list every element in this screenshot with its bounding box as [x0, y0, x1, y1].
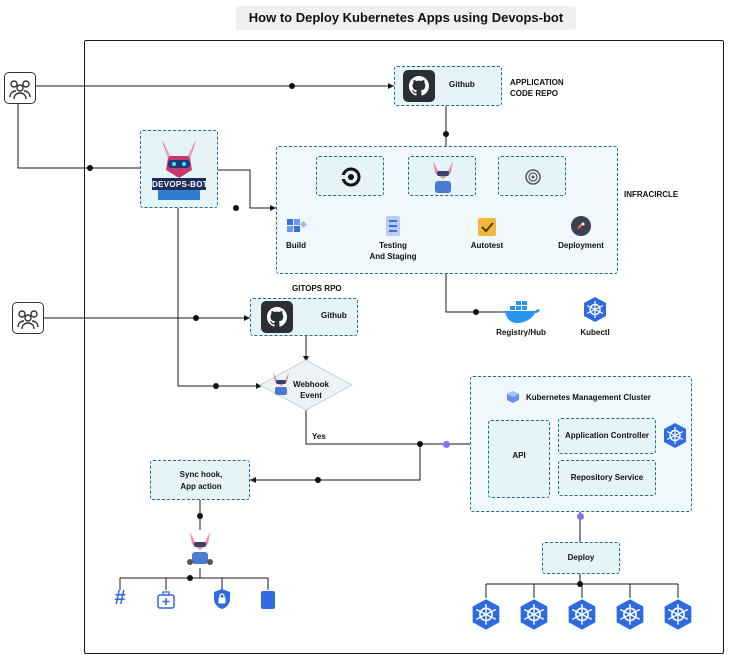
- devops-bot-logo-text: DEVOPS-BOT: [152, 180, 208, 189]
- circleci-icon: [341, 167, 361, 187]
- yes-label: Yes: [312, 432, 326, 441]
- connector-dot: [193, 315, 199, 321]
- document-icon: [261, 591, 275, 609]
- bot-mascot-icon: [433, 161, 453, 193]
- connector-dot: [473, 309, 479, 315]
- gitops-caption: GITOPS RPO: [292, 284, 342, 293]
- sync-hook-box[interactable]: Sync hook, App action: [150, 460, 250, 500]
- code-repo-name: Github: [449, 80, 475, 89]
- kubernetes-icon: [664, 599, 692, 630]
- connector-dot: [187, 575, 193, 581]
- kubernetes-icon: [584, 297, 606, 322]
- autotest-check-icon: [478, 218, 496, 236]
- code-repo-caption-1: APPLICATION: [510, 78, 564, 87]
- deploy-box[interactable]: Deploy: [542, 542, 620, 574]
- kubernetes-icon: [616, 599, 644, 630]
- deploy-label: Deploy: [567, 553, 595, 562]
- code-repo-caption-2: CODE REPO: [510, 89, 559, 98]
- testing-icon: [386, 216, 400, 236]
- connector-dot: [197, 513, 203, 519]
- stage-deployment-label: Deployment: [558, 241, 604, 250]
- gitops-repo-name: Github: [321, 311, 347, 320]
- connector-dot: [417, 441, 423, 447]
- diagram-title: How to Deploy Kubernetes Apps using Devo…: [236, 6, 576, 30]
- gitops-repo-box[interactable]: Github: [250, 298, 358, 336]
- connector-dot: [213, 383, 219, 389]
- stage-testing-label-1: Testing: [379, 241, 407, 250]
- webhook-label-1: Webhook: [293, 380, 329, 389]
- rocket-icon: [571, 216, 591, 236]
- stage-autotest-label: Autotest: [470, 241, 504, 250]
- users-icon: [4, 72, 36, 104]
- infracircle-label: INFRACIRCLE: [624, 190, 679, 199]
- slack-hash-icon: #: [114, 587, 126, 609]
- connector-dot-purple: [442, 440, 450, 448]
- docker-whale-icon: [505, 301, 540, 323]
- argo-tile[interactable]: [498, 156, 566, 196]
- devops-bot-logo-icon: [152, 140, 206, 200]
- users-icon: [12, 302, 44, 334]
- medical-kit-icon: [157, 591, 175, 609]
- webhook-label-2: Event: [300, 391, 322, 400]
- stage-build-label: Build: [286, 241, 306, 250]
- argo-icon: [525, 169, 541, 185]
- cluster-title: Kubernetes Management Cluster: [526, 393, 651, 402]
- connector-dot: [87, 165, 93, 171]
- app-controller-label: Application Controller: [565, 431, 649, 440]
- connector-dot-purple: [576, 512, 584, 520]
- repository-service-box[interactable]: Repository Service: [558, 460, 656, 496]
- connector-dot: [289, 83, 295, 89]
- cluster-cube-icon: [507, 391, 519, 403]
- bot-mascot-icon: [187, 532, 213, 565]
- github-icon: [261, 301, 293, 333]
- diagram-frame: [84, 40, 724, 654]
- kubernetes-icon: [520, 599, 548, 630]
- stage-testing-label-2: And Staging: [369, 252, 417, 261]
- connector-dot: [233, 205, 239, 211]
- registry-label: Registry/Hub: [496, 328, 546, 337]
- kubernetes-icon: [472, 599, 500, 630]
- api-label: API: [512, 451, 526, 460]
- kubernetes-icon: [664, 423, 686, 448]
- webhook-decision-diamond: [258, 359, 354, 411]
- connector-dot: [315, 477, 321, 483]
- build-blocks-icon: [287, 219, 308, 232]
- sync-label-2: App action: [180, 482, 222, 491]
- kubectl-label: Kubectl: [580, 328, 610, 337]
- lock-icon: [214, 589, 230, 609]
- api-box[interactable]: API: [488, 420, 550, 498]
- connector-dot: [443, 131, 449, 137]
- bot-tile[interactable]: [408, 156, 476, 196]
- code-repo-box[interactable]: Github: [394, 66, 502, 106]
- kubernetes-icon: [568, 599, 596, 630]
- connector-dot: [577, 581, 583, 587]
- circleci-tile[interactable]: [316, 156, 384, 196]
- bot-mascot-icon: [273, 372, 289, 395]
- devops-bot-box[interactable]: DEVOPS-BOT: [140, 130, 218, 208]
- github-icon: [403, 70, 435, 102]
- repository-service-label: Repository Service: [570, 473, 644, 482]
- app-controller-box[interactable]: Application Controller: [558, 418, 656, 454]
- sync-label-1: Sync hook,: [179, 470, 223, 479]
